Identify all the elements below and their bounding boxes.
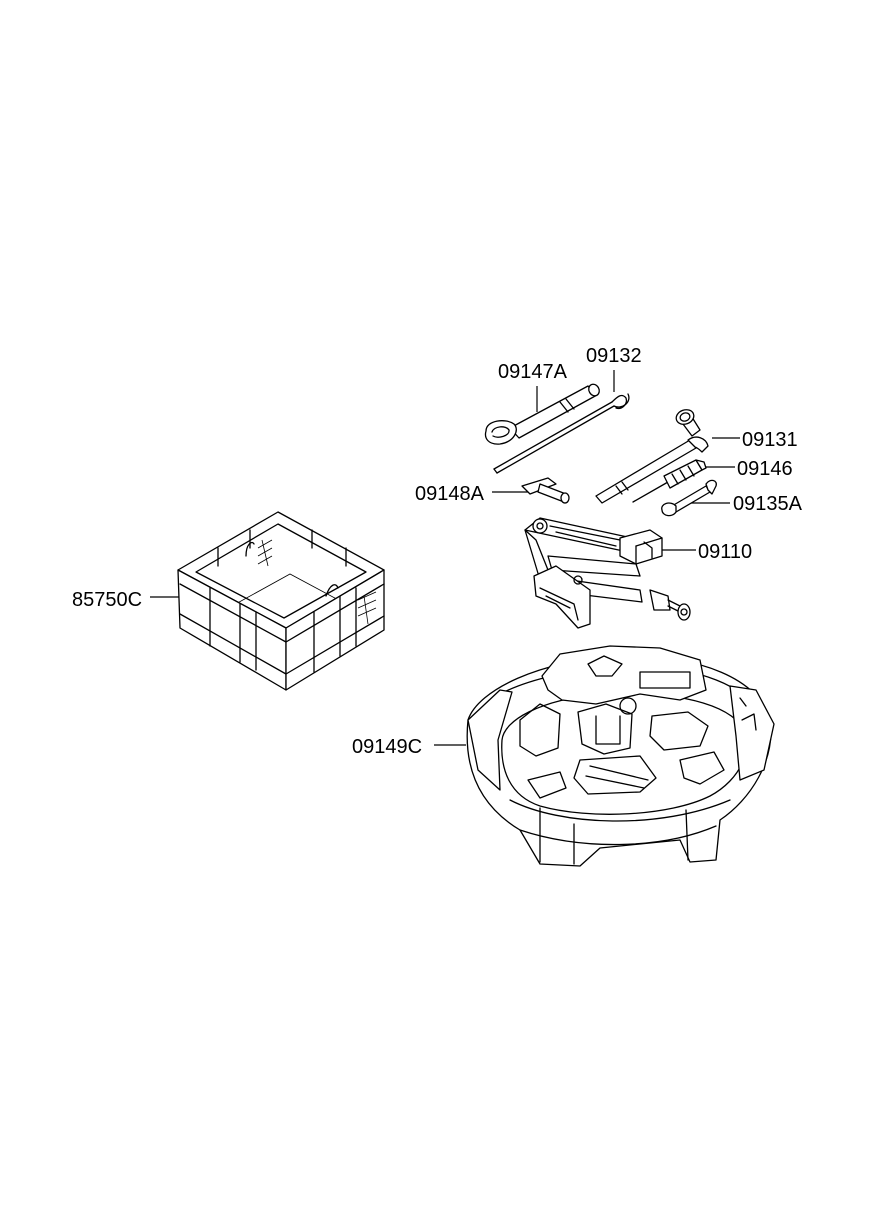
foam-tray-drawing (466, 645, 775, 867)
label-09135A: 09135A (733, 493, 803, 515)
label-85750C: 85750C (72, 589, 142, 611)
label-09131: 09131 (742, 429, 798, 451)
storage-crate-drawing (177, 511, 385, 691)
label-09148A: 09148A (415, 483, 485, 505)
label-09149C: 09149C (352, 736, 422, 758)
label-09132: 09132 (586, 345, 642, 367)
label-09110: 09110 (698, 541, 752, 563)
scissor-jack-drawing (524, 517, 691, 629)
jack-handle-rod-drawing (493, 393, 630, 474)
label-09146: 09146 (737, 458, 793, 480)
label-09147A: 09147A (498, 361, 568, 383)
tow-hook-drawing (484, 383, 600, 445)
spanner-drawing (661, 479, 717, 517)
screwdriver-drawing (632, 459, 707, 503)
t-socket-drawing (521, 477, 570, 504)
wheel-wrench-drawing (595, 409, 709, 504)
